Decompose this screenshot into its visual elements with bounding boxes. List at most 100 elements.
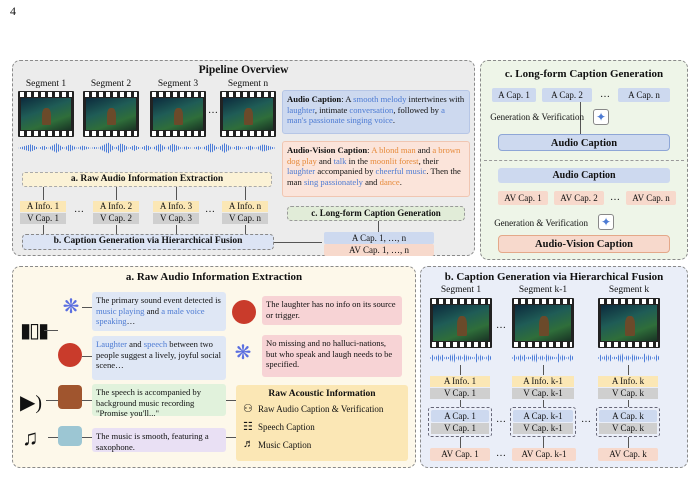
raw-item-2: Speech Caption <box>258 422 315 432</box>
speaker-icon: ▶) <box>20 392 43 414</box>
c-avcap-2: AV Cap. 2 <box>554 191 604 205</box>
ov-vcap-n: V Cap. n <box>222 213 268 224</box>
ov-audio-caption: Audio Caption: A smooth melody intertwin… <box>282 90 470 134</box>
raw-item-3: Music Caption <box>258 440 312 450</box>
b-avcap-1: AV Cap. 1 <box>430 448 490 461</box>
b-ainfo-k-1: A Info. k-1 <box>512 376 574 387</box>
overview-title: Pipeline Overview <box>198 64 289 76</box>
ov-vcap-1: V Cap. 1 <box>20 213 66 224</box>
b-seg-k: Segment k <box>608 285 650 295</box>
ov-avcap-seq: AV Cap. 1, …, n <box>324 244 434 256</box>
b-vcap-1: V Cap. 1 <box>430 388 490 399</box>
ov-ainfo-3: A Info. 3 <box>153 201 199 212</box>
b-caps-dots-2: … <box>581 414 591 425</box>
c-acap-dots: … <box>600 89 610 100</box>
c-gen-ver-2: Generation & Verification <box>494 218 588 228</box>
ov-ainfo-n: A Info. n <box>222 201 268 212</box>
a-feedback-2: No missing and no halluci-nations, but w… <box>262 335 402 377</box>
b-acap-k-1: A Cap. k-1 <box>513 410 573 422</box>
raw-item-1: Raw Audio Caption & Verification <box>258 404 384 414</box>
a-box-4: The music is smooth, featuring a saxopho… <box>92 428 226 452</box>
ov-hier-box <box>22 234 274 250</box>
ov-waveform <box>18 142 276 154</box>
c-gemini-icon-2: ✦ <box>598 214 614 230</box>
b-vcap2-k-1: V Cap. k-1 <box>513 423 573 434</box>
b-vcap2-k: V Cap. k <box>599 423 657 434</box>
page-number: 4 <box>10 4 16 18</box>
ov-longform-box <box>287 206 465 221</box>
audio-caption-icon: ⚇ <box>243 403 253 415</box>
c-acap-n: A Cap. n <box>618 88 670 102</box>
ov-vcap-2: V Cap. 2 <box>93 213 139 224</box>
b-frame-k-1 <box>512 298 574 348</box>
c-acap-1: A Cap. 1 <box>492 88 536 102</box>
c-gen-ver: Generation & Verification <box>490 112 584 122</box>
b-vcap-k: V Cap. k <box>598 388 658 399</box>
ov-dots-a: … <box>74 204 84 215</box>
music-caption-icon: ♬ <box>243 438 254 450</box>
ov-av-caption: Audio-Vision Caption: A blond man and a … <box>282 141 470 197</box>
c-gemini-icon: ✦ <box>593 109 609 125</box>
b-wave-k-1 <box>512 352 574 364</box>
b-ainfo-k: A Info. k <box>598 376 658 387</box>
ov-frame-3 <box>150 91 206 137</box>
c-divider <box>484 160 684 161</box>
raw-acoustic-box <box>236 385 408 461</box>
ov-seg-3: Segment 3 <box>157 79 199 89</box>
ov-raw-audio-box <box>22 172 272 187</box>
ov-seg-n: Segment n <box>227 79 269 89</box>
ov-seg-ellipsis: … <box>208 105 218 116</box>
a-feedback-1: The laughter has no info on its source o… <box>262 296 402 325</box>
speech-avatar-icon <box>58 385 82 409</box>
c-audio-caption: Audio Caption <box>498 134 670 151</box>
speech-caption-icon: ☷ <box>243 421 253 433</box>
music-avatar-icon <box>58 426 82 446</box>
ov-seg-1: Segment 1 <box>25 79 67 89</box>
b-avcap-k: AV Cap. k <box>598 448 658 461</box>
b-ainfo-1: A Info. 1 <box>430 376 490 387</box>
ov-frame-2 <box>83 91 139 137</box>
waveform-icon: ▮▯▮ <box>20 320 49 342</box>
b-wave-1 <box>430 352 492 364</box>
b-vcap-k-1: V Cap. k-1 <box>512 388 574 399</box>
parrot-icon <box>58 343 82 367</box>
ov-frame-1 <box>18 91 74 137</box>
ov-dots-b: … <box>205 204 215 215</box>
panel-c-title: c. Long-form Caption Generation <box>504 68 664 80</box>
ov-frame-n <box>220 91 276 137</box>
ov-ainfo-1: A Info. 1 <box>20 201 66 212</box>
b-caps-dots: … <box>496 414 506 425</box>
b-acap-1: A Cap. 1 <box>431 410 489 422</box>
a-box-1: The primary sound event detected is musi… <box>92 292 226 331</box>
c-avcap-dots: … <box>610 192 620 203</box>
c-av-top: Audio Caption <box>498 168 670 183</box>
b-frame-1 <box>430 298 492 348</box>
b-seg-1: Segment 1 <box>440 285 482 295</box>
ov-seg-2: Segment 2 <box>90 79 132 89</box>
panel-b-title: b. Caption Generation via Hierarchical F… <box>444 271 664 283</box>
b-frame-k <box>598 298 660 348</box>
b-acap-k: A Cap. k <box>599 410 657 422</box>
music-note-icon: ♫ <box>22 425 39 450</box>
ov-raw-audio-label: a. Raw Audio Information Extraction <box>70 174 224 184</box>
a-box-3: The speech is accompanied by background … <box>92 384 226 418</box>
b-seg-dots: … <box>496 320 506 331</box>
c-avcap-1: AV Cap. 1 <box>498 191 548 205</box>
parrot-icon-2 <box>232 300 256 324</box>
panel-a-title: a. Raw Audio Information Extraction <box>125 271 303 283</box>
ov-acap-seq: A Cap. 1, …, n <box>324 232 434 244</box>
b-av-dots: … <box>496 448 506 459</box>
c-acap-2: A Cap. 2 <box>542 88 592 102</box>
b-avcap-k-1: AV Cap. k-1 <box>512 448 576 461</box>
raw-acoustic-title: Raw Acoustic Information <box>268 389 376 399</box>
b-vcap2-1: V Cap. 1 <box>431 423 489 434</box>
c-av-caption: Audio-Vision Caption <box>498 235 670 253</box>
ov-hier-label: b. Caption Generation via Hierarchical F… <box>53 236 243 246</box>
ov-vcap-3: V Cap. 3 <box>153 213 199 224</box>
qwen-icon: ❋ <box>62 296 80 318</box>
qwen-icon-2: ❋ <box>234 342 252 364</box>
c-avcap-n: AV Cap. n <box>626 191 676 205</box>
b-seg-k-1: Segment k-1 <box>518 285 568 295</box>
a-box-2: Laughter and speech between two people s… <box>92 336 226 380</box>
b-wave-k <box>598 352 660 364</box>
